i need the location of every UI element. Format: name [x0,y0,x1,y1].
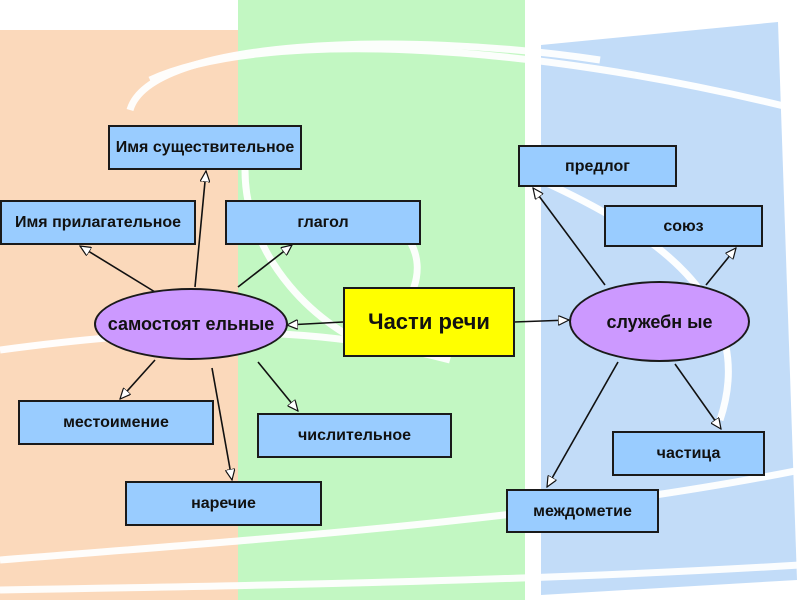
arrow-to-conjunction [705,248,736,286]
arrows [80,171,736,487]
node-parts-of-speech: Части речи [343,287,515,357]
arrow-to-auxiliary [513,320,569,322]
node-adverb: наречие [125,481,322,526]
node-independent: самостоят ельные [94,288,288,360]
node-adjective: Имя прилагательное [0,200,196,245]
node-auxiliary: служебн ые [569,281,750,362]
node-verb: глагол [225,200,421,245]
node-preposition: предлог [518,145,677,187]
node-particle: частица [612,431,765,476]
arrow-to-noun [194,171,206,288]
arrow-to-independent [287,322,344,325]
arrow-to-particle [674,363,721,429]
arrow-to-pronoun [120,359,156,399]
arrow-to-adjective [80,246,156,293]
arrow-to-interjection [547,361,619,487]
arrow-to-preposition [533,188,606,286]
arrow-to-verb [237,245,292,288]
node-conjunction: союз [604,205,763,247]
arrow-to-numeral [257,361,298,411]
node-numeral: числительное [257,413,452,458]
arrow-to-adverb [211,367,232,480]
node-pronoun: местоимение [18,400,214,445]
node-noun: Имя существительное [108,125,302,170]
node-interjection: междометие [506,489,659,533]
